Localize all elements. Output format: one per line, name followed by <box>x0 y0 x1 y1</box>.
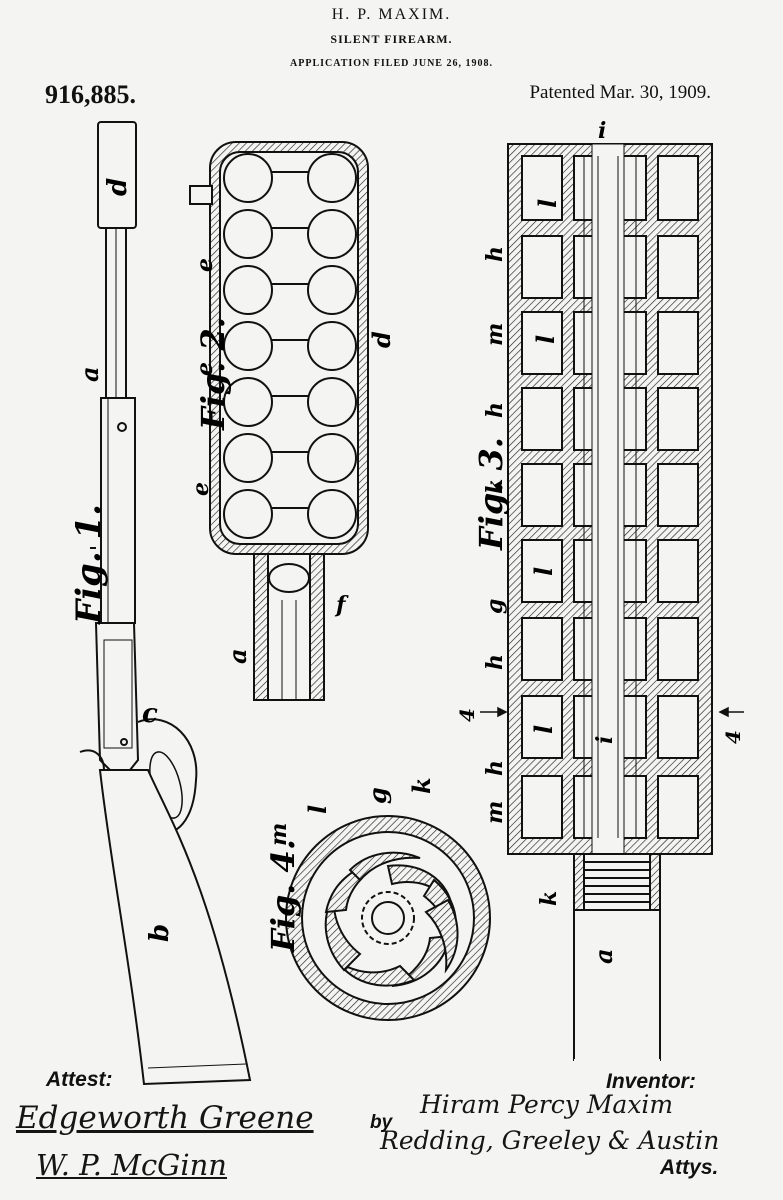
fig2-part-e-3: e <box>188 482 214 496</box>
fig1-part-c: c <box>142 699 158 729</box>
fig4-part-m: m <box>266 823 292 846</box>
fig3-part-h-2: h <box>482 402 508 418</box>
fig3-part-k-1: k <box>482 479 508 494</box>
fig1-label: Fig. 1. <box>69 504 109 625</box>
fig3-section <box>507 143 713 1061</box>
header-title: SILENT FIREARM. <box>330 32 453 46</box>
attorneys-signature: Redding, Greeley & Austin <box>380 1126 720 1155</box>
fig3-part-i-bottom: i <box>592 736 618 744</box>
fig4-part-g: g <box>363 787 392 804</box>
fig3-part-k-2: k <box>536 891 562 906</box>
fig3-section-mark-left: 4 <box>455 708 479 722</box>
fig3-part-h-1: h <box>482 246 508 262</box>
inventor-signature: Hiram Percy Maxim <box>420 1090 674 1119</box>
fig3-part-g: g <box>482 599 508 614</box>
patented-date: Patented Mar. 30, 1909. <box>529 82 711 103</box>
fig2-part-e-1: e <box>192 258 218 272</box>
fig3-part-m-2: m <box>482 801 508 824</box>
fig3-part-l-3: l <box>529 567 558 576</box>
fig3-section-mark-right: 4 <box>721 730 745 744</box>
fig1-stock <box>98 769 252 1086</box>
fig3-part-l-1: l <box>533 199 562 208</box>
fig3-part-h-3: h <box>482 654 508 670</box>
fig4-part-k: k <box>407 777 436 794</box>
attest-signature-2: W. P. McGinn <box>36 1148 227 1182</box>
fig4-part-l: l <box>303 805 332 814</box>
fig3-label: Fig. 3. <box>472 437 510 551</box>
fig1-part-a: a <box>75 366 104 382</box>
fig4-label: Fig. 4. <box>264 839 302 953</box>
fig1-rifle <box>79 121 252 1086</box>
header-application-date: APPLICATION FILED JUNE 26, 1908. <box>290 58 493 69</box>
fig1-part-d: d <box>103 178 133 196</box>
fig3-part-l-4: l <box>529 725 558 734</box>
fig2-section <box>189 141 369 701</box>
fig2-label: Fig. 2. <box>194 317 232 431</box>
patent-number: 916,885. <box>45 80 136 109</box>
fig1-part-b: b <box>145 924 175 942</box>
fig2-part-d: d <box>367 331 396 348</box>
inventor-label: Inventor: <box>606 1070 696 1093</box>
fig1-silencer-d <box>97 121 137 229</box>
fig3-part-a: a <box>589 948 618 964</box>
fig2-part-e-2: e <box>192 362 218 376</box>
attest-signature-1: Edgeworth Greene <box>16 1100 314 1136</box>
fig3-part-l-2: l <box>531 335 560 344</box>
fig2-part-a: a <box>223 648 252 664</box>
by-label: by <box>370 1112 393 1133</box>
attest-label: Attest: <box>46 1068 113 1091</box>
fig4-cross-section <box>285 815 491 1021</box>
fig3-part-h-4: h <box>482 760 508 776</box>
fig3-part-i-top: i <box>598 118 606 144</box>
fig1-hammer <box>79 749 105 771</box>
header-inventor-name: H. P. MAXIM. <box>331 6 452 23</box>
fig3-part-m-1: m <box>482 323 508 346</box>
fig2-part-f: f <box>334 592 349 618</box>
attys-label: Attys. <box>660 1156 719 1179</box>
